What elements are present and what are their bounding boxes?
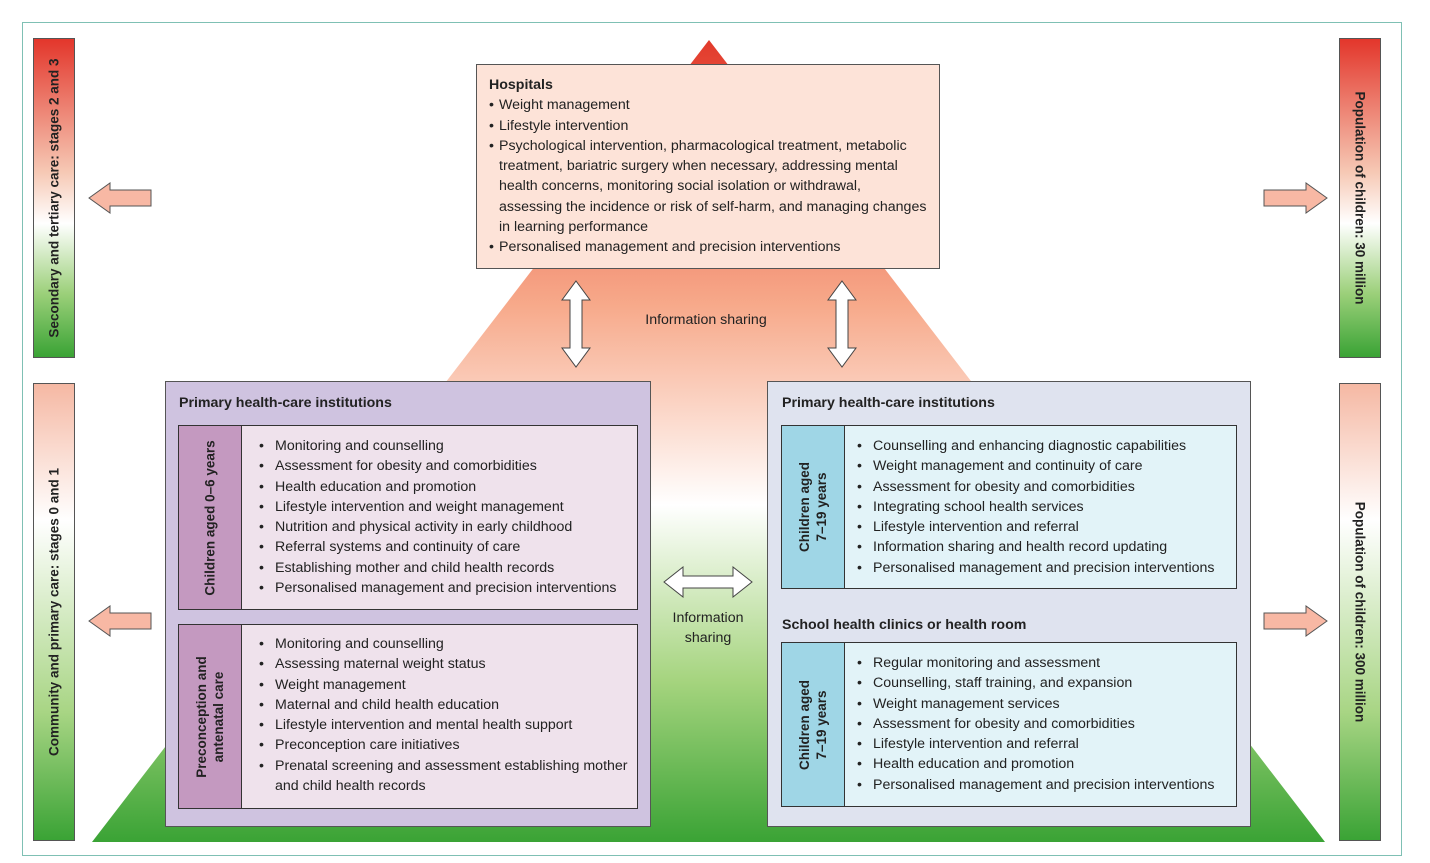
list-item: Regular monitoring and assessment [857, 653, 1232, 674]
information-sharing-line1: Information [672, 610, 744, 626]
list-item: Assessing maternal weight status [259, 654, 631, 675]
children-7-19-label-line2: 7–19 years [814, 689, 829, 760]
list-item: Personalised management and precision in… [259, 578, 631, 599]
preconception-label: Preconception and antenatal care [193, 656, 227, 778]
list-item: Lifestyle intervention [489, 116, 927, 137]
list-item: Lifestyle intervention and weight manage… [259, 497, 631, 518]
list-item: Lifestyle intervention and referral [857, 517, 1232, 538]
list-item: Lifestyle intervention and referral [857, 734, 1232, 755]
list-item: Prenatal screening and assessment establ… [259, 756, 631, 797]
hospitals-title: Hospitals [489, 77, 553, 93]
list-item: Referral systems and continuity of care [259, 537, 631, 558]
children-7-19-label-line1: Children aged [797, 461, 812, 553]
list-item: Counselling, staff training, and expansi… [857, 673, 1232, 694]
right-arrow-icon [1263, 182, 1328, 214]
information-sharing-label-top: Information sharing [645, 312, 767, 328]
care-level-upper-label: Secondary and tertiary care: stages 2 an… [46, 58, 62, 338]
list-item: Weight management [259, 675, 631, 696]
double-arrow-vertical-icon [561, 280, 591, 368]
left-arrow-icon [88, 605, 152, 637]
preconception-group: Preconception and antenatal care Monitor… [178, 624, 638, 809]
list-item: Preconception care initiatives [259, 735, 631, 756]
list-item: Information sharing and health record up… [857, 537, 1232, 558]
list-item: Personalised management and precision in… [857, 558, 1232, 579]
list-item: Weight management [489, 95, 927, 116]
preconception-label-line2: antenatal care [211, 671, 226, 762]
population-bar-lower: Population of children: 300 million [1339, 383, 1381, 841]
list-item: Maternal and child health education [259, 695, 631, 716]
double-arrow-horizontal-icon [663, 566, 753, 598]
left-primary-care-panel: Primary health-care institutions Childre… [165, 381, 651, 827]
right-primary-care-panel: Primary health-care institutions Childre… [767, 381, 1251, 827]
list-item: Weight management and continuity of care [857, 456, 1232, 477]
right-arrow-icon [1263, 605, 1328, 637]
right-panel-title: Primary health-care institutions [782, 395, 995, 411]
list-item: Health education and promotion [259, 477, 631, 498]
left-panel-title: Primary health-care institutions [179, 395, 392, 411]
children-7-19-school-group: Children aged 7–19 years Regular monitor… [781, 642, 1237, 807]
list-item: Integrating school health services [857, 497, 1232, 518]
care-level-bar-lower: Community and primary care: stages 0 and… [33, 383, 75, 841]
group-label: Children aged 0–6 years [179, 426, 242, 609]
children-0-6-group: Children aged 0–6 years Monitoring and c… [178, 425, 638, 610]
children-7-19-label-line2: 7–19 years [814, 472, 829, 542]
children-7-19-primary-group: Children aged 7–19 years Counselling and… [781, 425, 1237, 589]
hospitals-list: Weight management Lifestyle intervention… [489, 95, 927, 258]
list-item: Counselling and enhancing diagnostic cap… [857, 436, 1232, 457]
population-lower-label: Population of children: 300 million [1352, 501, 1368, 723]
children-0-6-list: Monitoring and counselling Assessment fo… [259, 436, 631, 599]
children-7-19-label-line1: Children aged [797, 679, 812, 770]
figure-frame [22, 22, 1402, 856]
list-item: Health education and promotion [857, 754, 1232, 775]
list-item: Assessment for obesity and comorbidities [259, 456, 631, 477]
group-label: Preconception and antenatal care [179, 625, 242, 808]
list-item: Assessment for obesity and comorbidities [857, 714, 1232, 735]
list-item: Monitoring and counselling [259, 634, 631, 655]
population-upper-label: Population of children: 30 million [1352, 91, 1368, 305]
list-item: Lifestyle intervention and mental health… [259, 715, 631, 736]
list-item: Assessment for obesity and comorbidities [857, 477, 1232, 498]
population-bar-upper: Population of children: 30 million [1339, 38, 1381, 358]
left-arrow-icon [88, 182, 152, 214]
children-0-6-label: Children aged 0–6 years [202, 439, 218, 596]
children-7-19-label: Children aged 7–19 years [796, 679, 830, 769]
information-sharing-line2: sharing [684, 630, 732, 646]
list-item: Psychological intervention, pharmacologi… [489, 136, 927, 237]
children-7-19-primary-list: Counselling and enhancing diagnostic cap… [857, 436, 1232, 578]
care-level-lower-label: Community and primary care: stages 0 and… [46, 467, 62, 757]
list-item: Personalised management and precision in… [489, 237, 927, 258]
list-item: Nutrition and physical activity in early… [259, 517, 631, 538]
children-7-19-label: Children aged 7–19 years [796, 462, 830, 552]
double-arrow-vertical-icon [827, 280, 857, 368]
school-health-title: School health clinics or health room [782, 617, 1027, 633]
list-item: Personalised management and precision in… [857, 775, 1232, 796]
list-item: Weight management services [857, 694, 1232, 715]
children-7-19-school-list: Regular monitoring and assessment Counse… [857, 653, 1232, 795]
group-label: Children aged 7–19 years [782, 643, 845, 806]
information-sharing-label-middle: Information sharing [652, 608, 764, 648]
care-level-bar-upper: Secondary and tertiary care: stages 2 an… [33, 38, 75, 358]
group-label: Children aged 7–19 years [782, 426, 845, 588]
list-item: Monitoring and counselling [259, 436, 631, 457]
preconception-label-line1: Preconception and [194, 655, 209, 778]
hospitals-box: Hospitals Weight management Lifestyle in… [476, 64, 940, 269]
list-item: Establishing mother and child health rec… [259, 558, 631, 579]
preconception-list: Monitoring and counselling Assessing mat… [259, 634, 631, 796]
